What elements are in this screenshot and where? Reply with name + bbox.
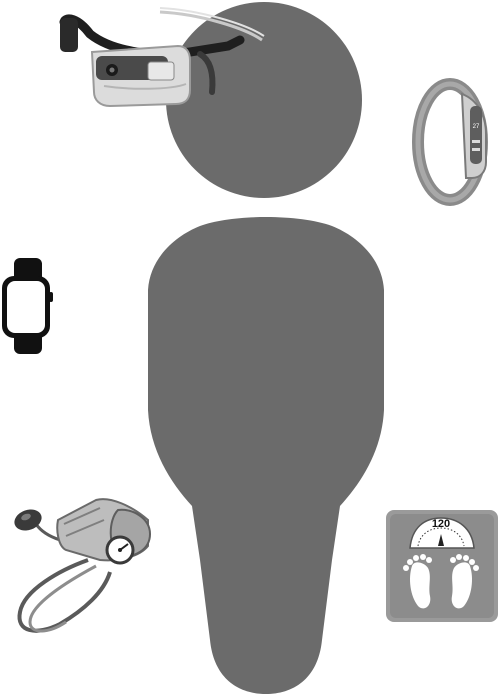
svg-text:27: 27 xyxy=(473,124,480,130)
silhouette-body xyxy=(148,217,384,694)
silhouette-head xyxy=(166,2,362,198)
human-silhouette xyxy=(148,2,384,694)
fitness-band-icon: 27 xyxy=(418,84,486,200)
scale-display-value: 120 xyxy=(432,518,450,530)
smartwatch-icon xyxy=(2,258,53,354)
blood-pressure-cuff-icon xyxy=(11,499,150,631)
